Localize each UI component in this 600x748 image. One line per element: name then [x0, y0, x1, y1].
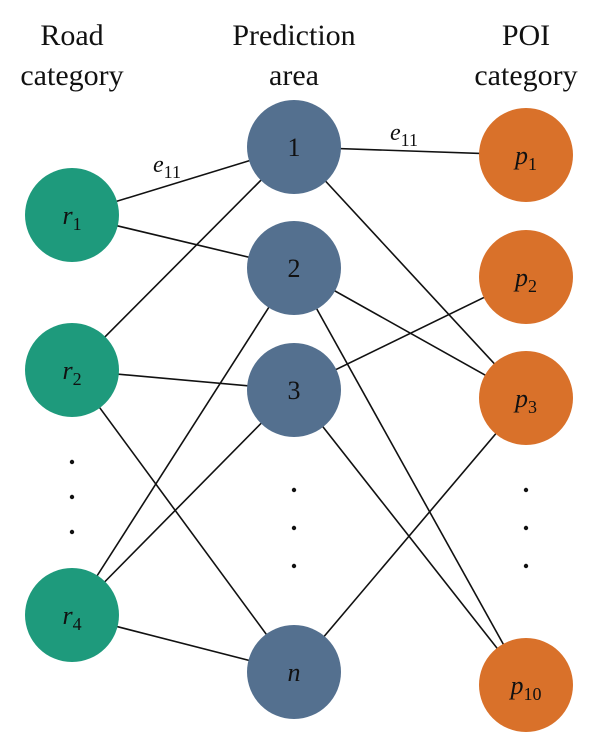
node-a3: 3: [247, 343, 341, 437]
ellipsis-dot-area-0: [291, 487, 297, 493]
node-label-a1: 1: [288, 133, 301, 162]
edge-a1-p3: [293, 146, 527, 399]
poi-category-header: POI category: [436, 16, 600, 96]
area-header-line1: Prediction: [232, 19, 356, 52]
edge-a2-p10: [293, 267, 527, 686]
road-category-header: Road category: [0, 16, 162, 96]
area-header-line2: area: [269, 59, 319, 92]
node-r4: r4: [25, 568, 119, 662]
edge-r4-a2: [71, 267, 295, 616]
ellipsis-dot-poi-2: [523, 563, 529, 569]
ellipsis-dot-road-1: [69, 494, 75, 500]
node-circle-a1: [247, 100, 341, 194]
node-p10: p10: [479, 638, 573, 732]
road-header-line2: category: [20, 59, 124, 92]
node-a2: 2: [247, 221, 341, 315]
node-p1: p1: [479, 108, 573, 202]
ellipsis-dot-road-2: [69, 529, 75, 535]
node-circle-p10: [479, 638, 573, 732]
node-label-p10: p10: [509, 671, 542, 704]
node-label-p3: p3: [513, 384, 537, 417]
road-header-line1: Road: [40, 19, 104, 52]
edge-r2-a1: [71, 146, 295, 371]
node-circle-r4: [25, 568, 119, 662]
node-label-r4: r4: [62, 601, 81, 634]
node-an: n: [247, 625, 341, 719]
poi-header-line2: category: [474, 59, 578, 92]
node-circle-a3: [247, 343, 341, 437]
node-r1: r1: [25, 168, 119, 262]
node-label-p2: p2: [513, 263, 537, 296]
ellipsis-dot-poi-0: [523, 487, 529, 493]
node-circle-r2: [25, 323, 119, 417]
node-label-p1: p1: [513, 141, 537, 174]
ellipsis-dot-area-1: [291, 525, 297, 531]
node-a1: 1: [247, 100, 341, 194]
ellipsis-dot-area-2: [291, 563, 297, 569]
ellipsis-dot-poi-1: [523, 525, 529, 531]
node-label-an: n: [288, 658, 301, 687]
prediction-area-header: Prediction area: [204, 16, 384, 96]
poi-header-line1: POI: [501, 19, 551, 52]
node-p3: p3: [479, 351, 573, 445]
ellipsis-dot-road-0: [69, 459, 75, 465]
node-label-r2: r2: [62, 356, 81, 389]
node-circle-p2: [479, 230, 573, 324]
node-circle-p1: [479, 108, 573, 202]
ellipsis-layer: [69, 459, 529, 569]
node-circle-a2: [247, 221, 341, 315]
node-circle-an: [247, 625, 341, 719]
node-r2: r2: [25, 323, 119, 417]
node-label-a3: 3: [288, 376, 301, 405]
node-label-a2: 2: [288, 254, 301, 283]
edge-r2-an: [71, 369, 295, 673]
node-label-r1: r1: [62, 201, 81, 234]
edge-label-a1-p1: e11: [390, 120, 418, 150]
edge-labels-layer: e11 e11: [153, 120, 418, 182]
node-circle-p3: [479, 351, 573, 445]
node-circle-r1: [25, 168, 119, 262]
edge-a3-p10: [293, 389, 527, 686]
edge-label-r1-a1: e11: [153, 152, 181, 182]
edge-r4-a3: [71, 389, 295, 616]
edge-an-p3: [293, 397, 527, 673]
node-p2: p2: [479, 230, 573, 324]
nodes-layer: r1 r2 r4 1 2 3 n p1 p2 p3 p10: [25, 100, 573, 732]
